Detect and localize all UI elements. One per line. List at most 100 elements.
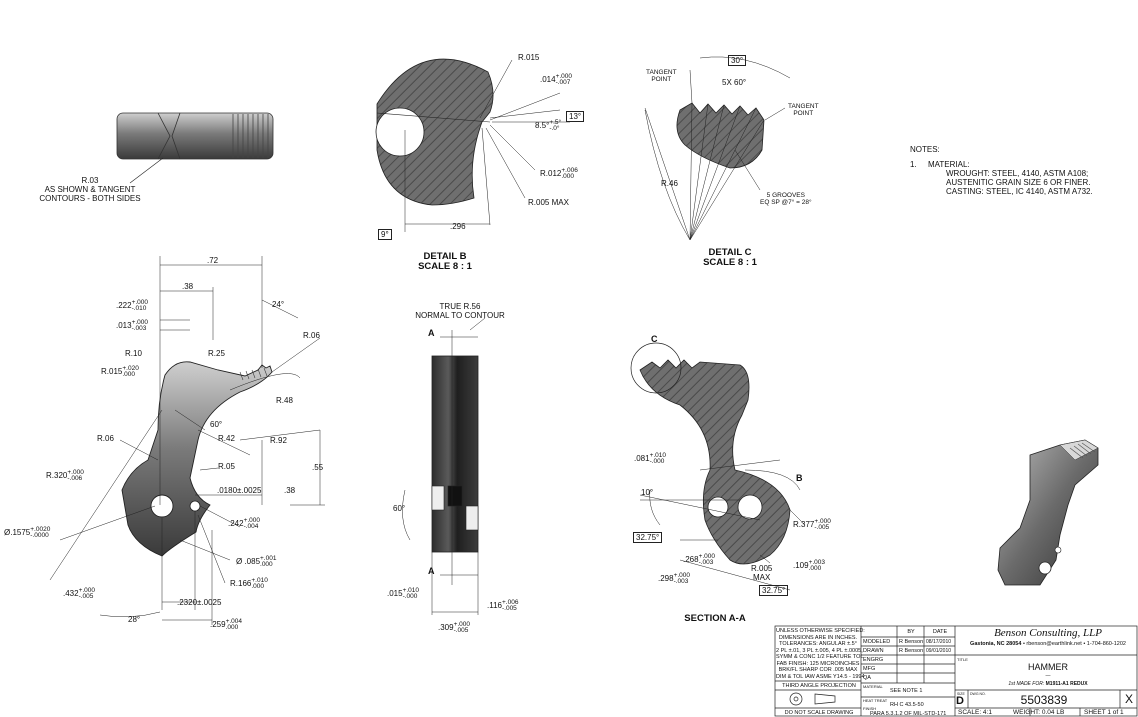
do-not-scale-label: DO NOT SCALE DRAWING xyxy=(784,710,854,716)
dim-label: .116+.006-.005 xyxy=(487,599,519,612)
dim-label: .109+.003.000 xyxy=(793,559,826,572)
dim-label: .242+.000-.004 xyxy=(228,517,261,530)
dim-label: .259+.004.000 xyxy=(210,618,243,631)
dim-label: 24° xyxy=(272,300,285,309)
dim-label: 32.75° xyxy=(759,585,789,596)
drawing-title-sub: — xyxy=(1045,673,1051,679)
note-line: AUSTENITIC GRAIN SIZE 6 OR FINER. xyxy=(946,178,1091,187)
dim-label: .298+.000-.003 xyxy=(658,572,691,585)
title-label: TITLE xyxy=(957,657,968,662)
main-side-view xyxy=(49,256,325,625)
drawing-number: 5503839 xyxy=(1020,693,1068,707)
notes-heading: NOTES: xyxy=(910,145,940,154)
dim-label: R.48 xyxy=(276,396,293,405)
dim-label: R.05 xyxy=(218,462,235,471)
dim-label: .081+.010-.000 xyxy=(634,452,667,465)
material-value: SEE NOTE 1 xyxy=(890,688,923,694)
dim-label: R.06 xyxy=(97,434,114,443)
revision: X xyxy=(1124,692,1133,706)
section-a-a-view xyxy=(630,342,806,591)
finish-label: FINISH xyxy=(863,706,877,711)
company-address: Gastonia, NC 28054 • rbenson@earthlink.n… xyxy=(970,641,1126,647)
dim-label: .268+.000-.003 xyxy=(683,553,716,566)
heat-treat-value: RH C 43.5-50 xyxy=(890,702,924,708)
dim-label: 8.5°+.5°-.0° xyxy=(535,119,562,132)
sheet-size: D xyxy=(956,695,964,707)
finish-value: PARA 5.3.1.2 OF MIL-STD-171 xyxy=(870,711,947,717)
dim-label: 13° xyxy=(566,111,585,122)
drawing-title: HAMMER xyxy=(1028,662,1068,672)
dim-label: 5X 60° xyxy=(722,78,747,87)
dim-label: .72 xyxy=(207,256,219,265)
dim-label: R.92 xyxy=(270,436,287,445)
company-name: Benson Consulting, LLP xyxy=(994,627,1102,639)
sheet-value: SHEET 1 of 1 xyxy=(1084,709,1124,716)
heat-treat-label: HEAT TREAT xyxy=(863,698,888,703)
dim-label: 60° xyxy=(393,504,406,513)
dim-label: .015+.010-.000 xyxy=(387,587,420,600)
col-header-date: DATE xyxy=(932,629,948,635)
dim-label: R.015+.020.000 xyxy=(101,365,139,378)
detail-marker: C xyxy=(651,334,658,344)
dim-label: .38 xyxy=(284,486,296,495)
note-line: MATERIAL: xyxy=(928,160,970,169)
dim-label: .2320±.0025 xyxy=(177,598,222,607)
dim-label: R.015 xyxy=(518,53,540,62)
dim-label: .014+.000-.007 xyxy=(540,73,573,86)
size-label: SIZE xyxy=(957,692,965,696)
projection-label: THIRD ANGLE PROJECTION xyxy=(782,683,856,689)
dim-label: 30° xyxy=(728,55,747,66)
section-a-a-title: SECTION A-A xyxy=(684,613,746,624)
dim-label: .0180±.0025 xyxy=(217,486,262,495)
dim-label: 60° xyxy=(210,420,223,429)
dim-label: .38 xyxy=(182,282,194,291)
dim-label: .432+.000-.005 xyxy=(63,587,96,600)
detail-b-view xyxy=(375,58,570,232)
dim-label: R.10 xyxy=(125,349,142,358)
section-marker: A xyxy=(428,328,435,338)
dim-label: 28° xyxy=(128,615,141,624)
detail-c-view xyxy=(644,56,791,241)
row-label: ENGRG xyxy=(863,657,884,663)
col-header-by: BY xyxy=(907,629,915,635)
row-label: QA xyxy=(863,675,871,681)
dim-label: .55 xyxy=(312,463,324,472)
row-by: R Benson xyxy=(899,648,924,654)
material-label: MATERIAL xyxy=(863,684,883,689)
row-label: DRAWN xyxy=(863,648,884,654)
row-label: MFG xyxy=(863,666,876,672)
dim-label: R.42 xyxy=(218,434,235,443)
dim-label: 32.75° xyxy=(633,532,663,543)
row-date: 09/01/2010 xyxy=(926,648,952,654)
dim-label: 10° xyxy=(641,488,654,497)
notes-block: NOTES: 1. MATERIAL: WROUGHT: STEEL, 4140… xyxy=(910,145,1093,196)
dim-label: R.166+.010.000 xyxy=(230,577,268,590)
note-line: WROUGHT: STEEL, 4140, ASTM A108; xyxy=(946,169,1089,178)
row-by: R Benson xyxy=(899,639,924,645)
dwg-no-label: DWG NO. xyxy=(970,692,986,696)
section-marker: A xyxy=(428,566,435,576)
dim-label: .222+.000-.010 xyxy=(116,299,149,312)
dim-label: R.46 xyxy=(661,179,678,188)
dim-label: .296 xyxy=(450,222,466,231)
weight-value: WEIGHT: 0.04 LB xyxy=(1013,709,1065,716)
made-for: 1st MADE FOR: M1911-A1 REDUX xyxy=(1008,681,1088,687)
dim-label: R.320+.000-.006 xyxy=(46,469,84,482)
note-line: CASTING: STEEL, IC 4140, ASTM A732. xyxy=(946,187,1093,196)
row-label: MODELED xyxy=(863,639,891,645)
row-date: 08/17/2010 xyxy=(926,639,952,645)
dim-label: R.012+.006.000 xyxy=(540,167,578,180)
top-view xyxy=(116,112,274,184)
dim-label: R.25 xyxy=(208,349,225,358)
dim-label: Ø .085+.001.000 xyxy=(236,555,277,568)
notes-item-number: 1. xyxy=(910,160,917,169)
dim-label: .309+.000-.005 xyxy=(438,621,471,634)
